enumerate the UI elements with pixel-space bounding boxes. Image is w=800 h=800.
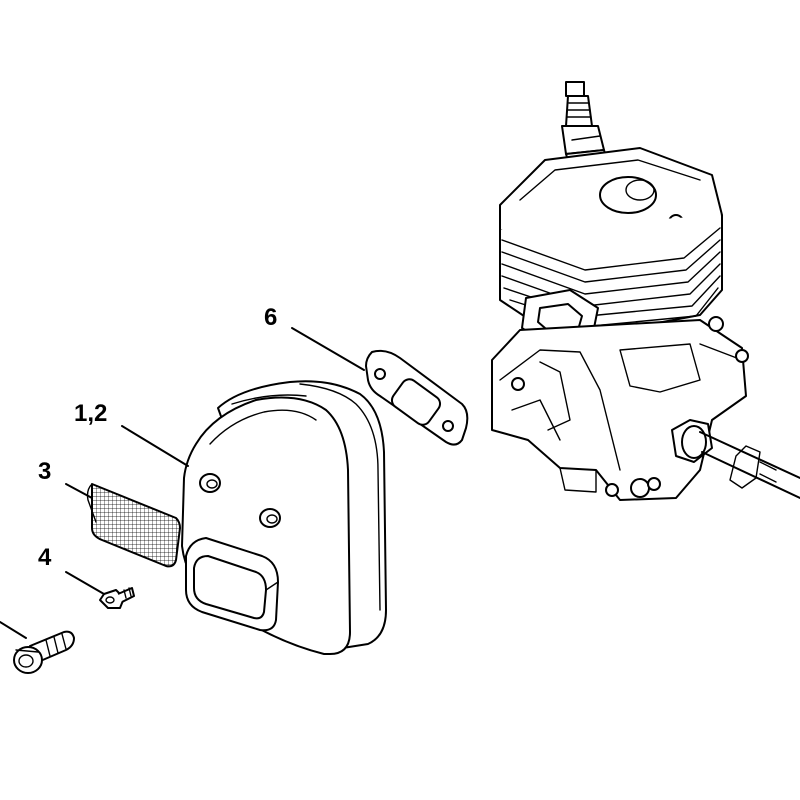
screw-illustration <box>99 587 135 609</box>
leader-line-6 <box>291 327 365 371</box>
engine-illustration <box>491 81 800 501</box>
muffler-illustration <box>181 380 387 655</box>
bolt-illustration <box>13 630 75 674</box>
callout-part-3: 3 <box>38 458 52 485</box>
callout-part-6: 6 <box>264 304 278 331</box>
leader-line-4 <box>65 571 105 595</box>
callout-part-1-2: 1,2 <box>74 400 108 427</box>
gasket-illustration <box>365 349 469 446</box>
leader-lines <box>0 327 365 639</box>
leader-line-3 <box>65 483 93 499</box>
leader-line-bolt <box>0 621 27 639</box>
leader-line-1-2 <box>121 425 189 467</box>
spark-arresting-screen-illustration <box>86 483 181 568</box>
callout-part-4: 4 <box>38 544 52 571</box>
